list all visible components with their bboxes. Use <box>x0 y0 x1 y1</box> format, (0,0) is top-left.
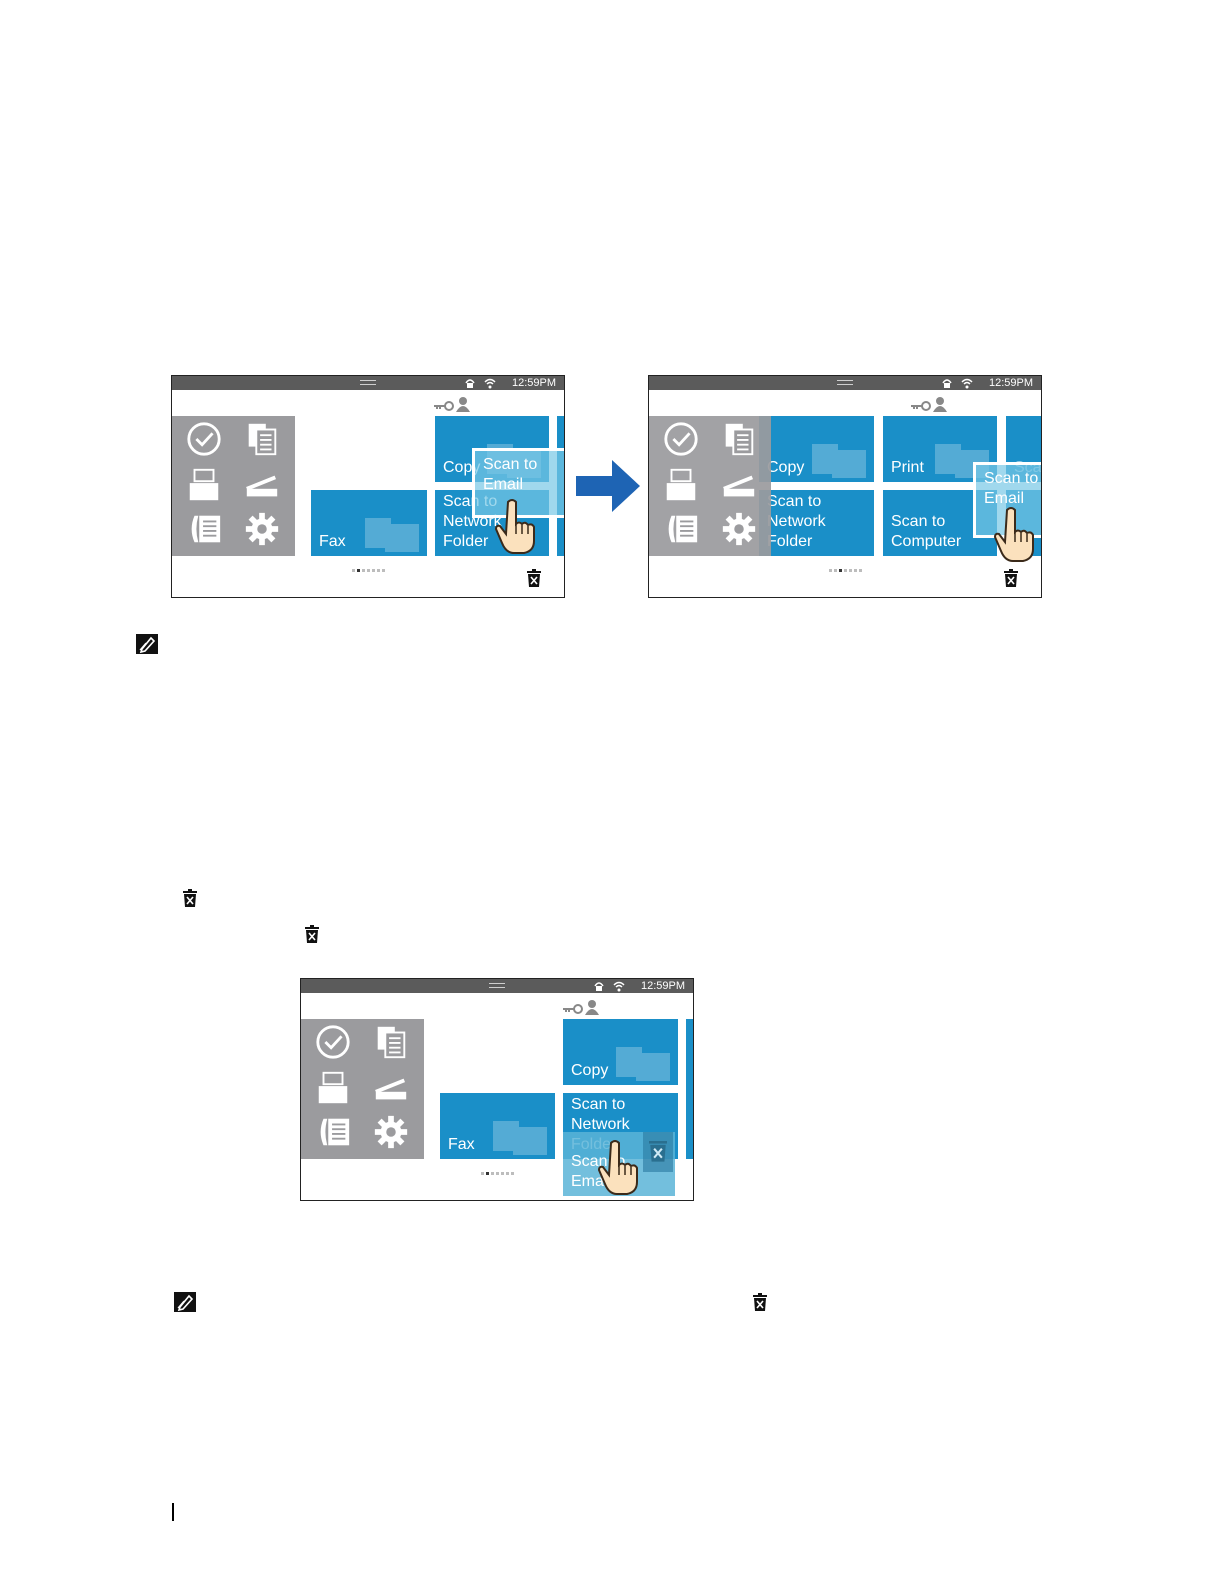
status-bar: 12:59PM <box>301 979 693 993</box>
wifi-icon <box>484 377 496 389</box>
copy-icon[interactable] <box>719 420 759 458</box>
job-status-icon[interactable] <box>184 420 224 458</box>
fax-icon <box>491 1117 551 1157</box>
shortcut-panel <box>649 416 771 556</box>
status-bar: 12:59PM <box>172 376 564 390</box>
copy-icon[interactable] <box>371 1023 411 1061</box>
trash-icon <box>753 1293 767 1311</box>
key-icon[interactable] <box>434 400 454 412</box>
arrow-icon <box>576 460 640 512</box>
print-icon[interactable] <box>184 466 224 504</box>
trash-icon[interactable] <box>1004 569 1018 587</box>
fax-icon[interactable] <box>184 510 224 548</box>
note-icon <box>174 1292 196 1312</box>
dragged-scan-to-email-tile[interactable]: Scan to Email <box>472 448 564 518</box>
job-status-icon[interactable] <box>661 420 701 458</box>
settings-icon[interactable] <box>719 510 759 548</box>
trash-drop-target[interactable] <box>643 1132 673 1172</box>
user-icon[interactable] <box>933 396 947 412</box>
settings-icon[interactable] <box>242 510 282 548</box>
print-icon[interactable] <box>313 1069 353 1107</box>
ethernet-icon <box>593 980 605 992</box>
trash-icon <box>183 889 197 907</box>
page-indicator <box>352 559 387 572</box>
fax-icon[interactable] <box>313 1113 353 1151</box>
clock: 12:59PM <box>511 377 556 389</box>
scan-to-network-folder-tile[interactable]: Scan to Network Folder <box>435 490 549 556</box>
job-status-icon[interactable] <box>313 1023 353 1061</box>
trash-icon[interactable] <box>527 569 541 587</box>
fax-icon <box>363 514 423 554</box>
hand-pointer-icon <box>993 506 1037 562</box>
drawer-handle[interactable] <box>837 380 853 385</box>
wifi-icon <box>613 980 625 992</box>
status-bar: 12:59PM <box>649 376 1041 390</box>
copy-tile[interactable]: Copy <box>563 1019 678 1085</box>
key-icon[interactable] <box>911 400 931 412</box>
scanner-icon[interactable] <box>371 1069 411 1107</box>
user-icon[interactable] <box>585 999 599 1015</box>
fax-tile[interactable]: Fax <box>440 1093 555 1159</box>
key-icon[interactable] <box>563 1003 583 1015</box>
print-icon[interactable] <box>661 466 701 504</box>
screen-delete: 12:59PM Fax Copy Scan to Network Folder … <box>300 978 694 1201</box>
copy-icon <box>614 1043 674 1083</box>
fax-icon[interactable] <box>661 510 701 548</box>
trash-icon <box>649 1141 667 1162</box>
copy-icon[interactable] <box>242 420 282 458</box>
shortcut-panel <box>172 416 295 556</box>
fax-tile[interactable]: Fax <box>311 490 427 556</box>
wifi-icon <box>961 377 973 389</box>
drawer-handle[interactable] <box>360 380 376 385</box>
drawer-handle[interactable] <box>489 983 505 988</box>
user-icon[interactable] <box>456 396 470 412</box>
settings-icon[interactable] <box>371 1113 411 1151</box>
shortcut-panel <box>301 1019 424 1159</box>
next-tile-edge[interactable] <box>686 1019 693 1159</box>
ethernet-icon <box>464 377 476 389</box>
trash-icon <box>305 925 319 943</box>
page-indicator <box>481 1162 516 1175</box>
screen-after: 12:59PM Copy Scan to Network Folder Prin… <box>648 375 1042 598</box>
scanner-icon[interactable] <box>719 466 759 504</box>
clock: 12:59PM <box>988 377 1033 389</box>
clock: 12:59PM <box>640 980 685 992</box>
note-icon <box>136 634 158 654</box>
scanner-icon[interactable] <box>242 466 282 504</box>
copy-icon <box>810 440 870 480</box>
screen-before: 12:59PM Fax Copy Scan to Network Folder … <box>171 375 565 598</box>
page-number-divider <box>172 1503 174 1521</box>
copy-tile[interactable]: Copy <box>759 416 874 482</box>
scan-to-network-folder-tile[interactable]: Scan to Network Folder <box>759 490 874 556</box>
hand-pointer-icon <box>494 498 538 554</box>
ethernet-icon <box>941 377 953 389</box>
hand-pointer-icon <box>597 1139 641 1195</box>
page-indicator <box>829 559 864 572</box>
